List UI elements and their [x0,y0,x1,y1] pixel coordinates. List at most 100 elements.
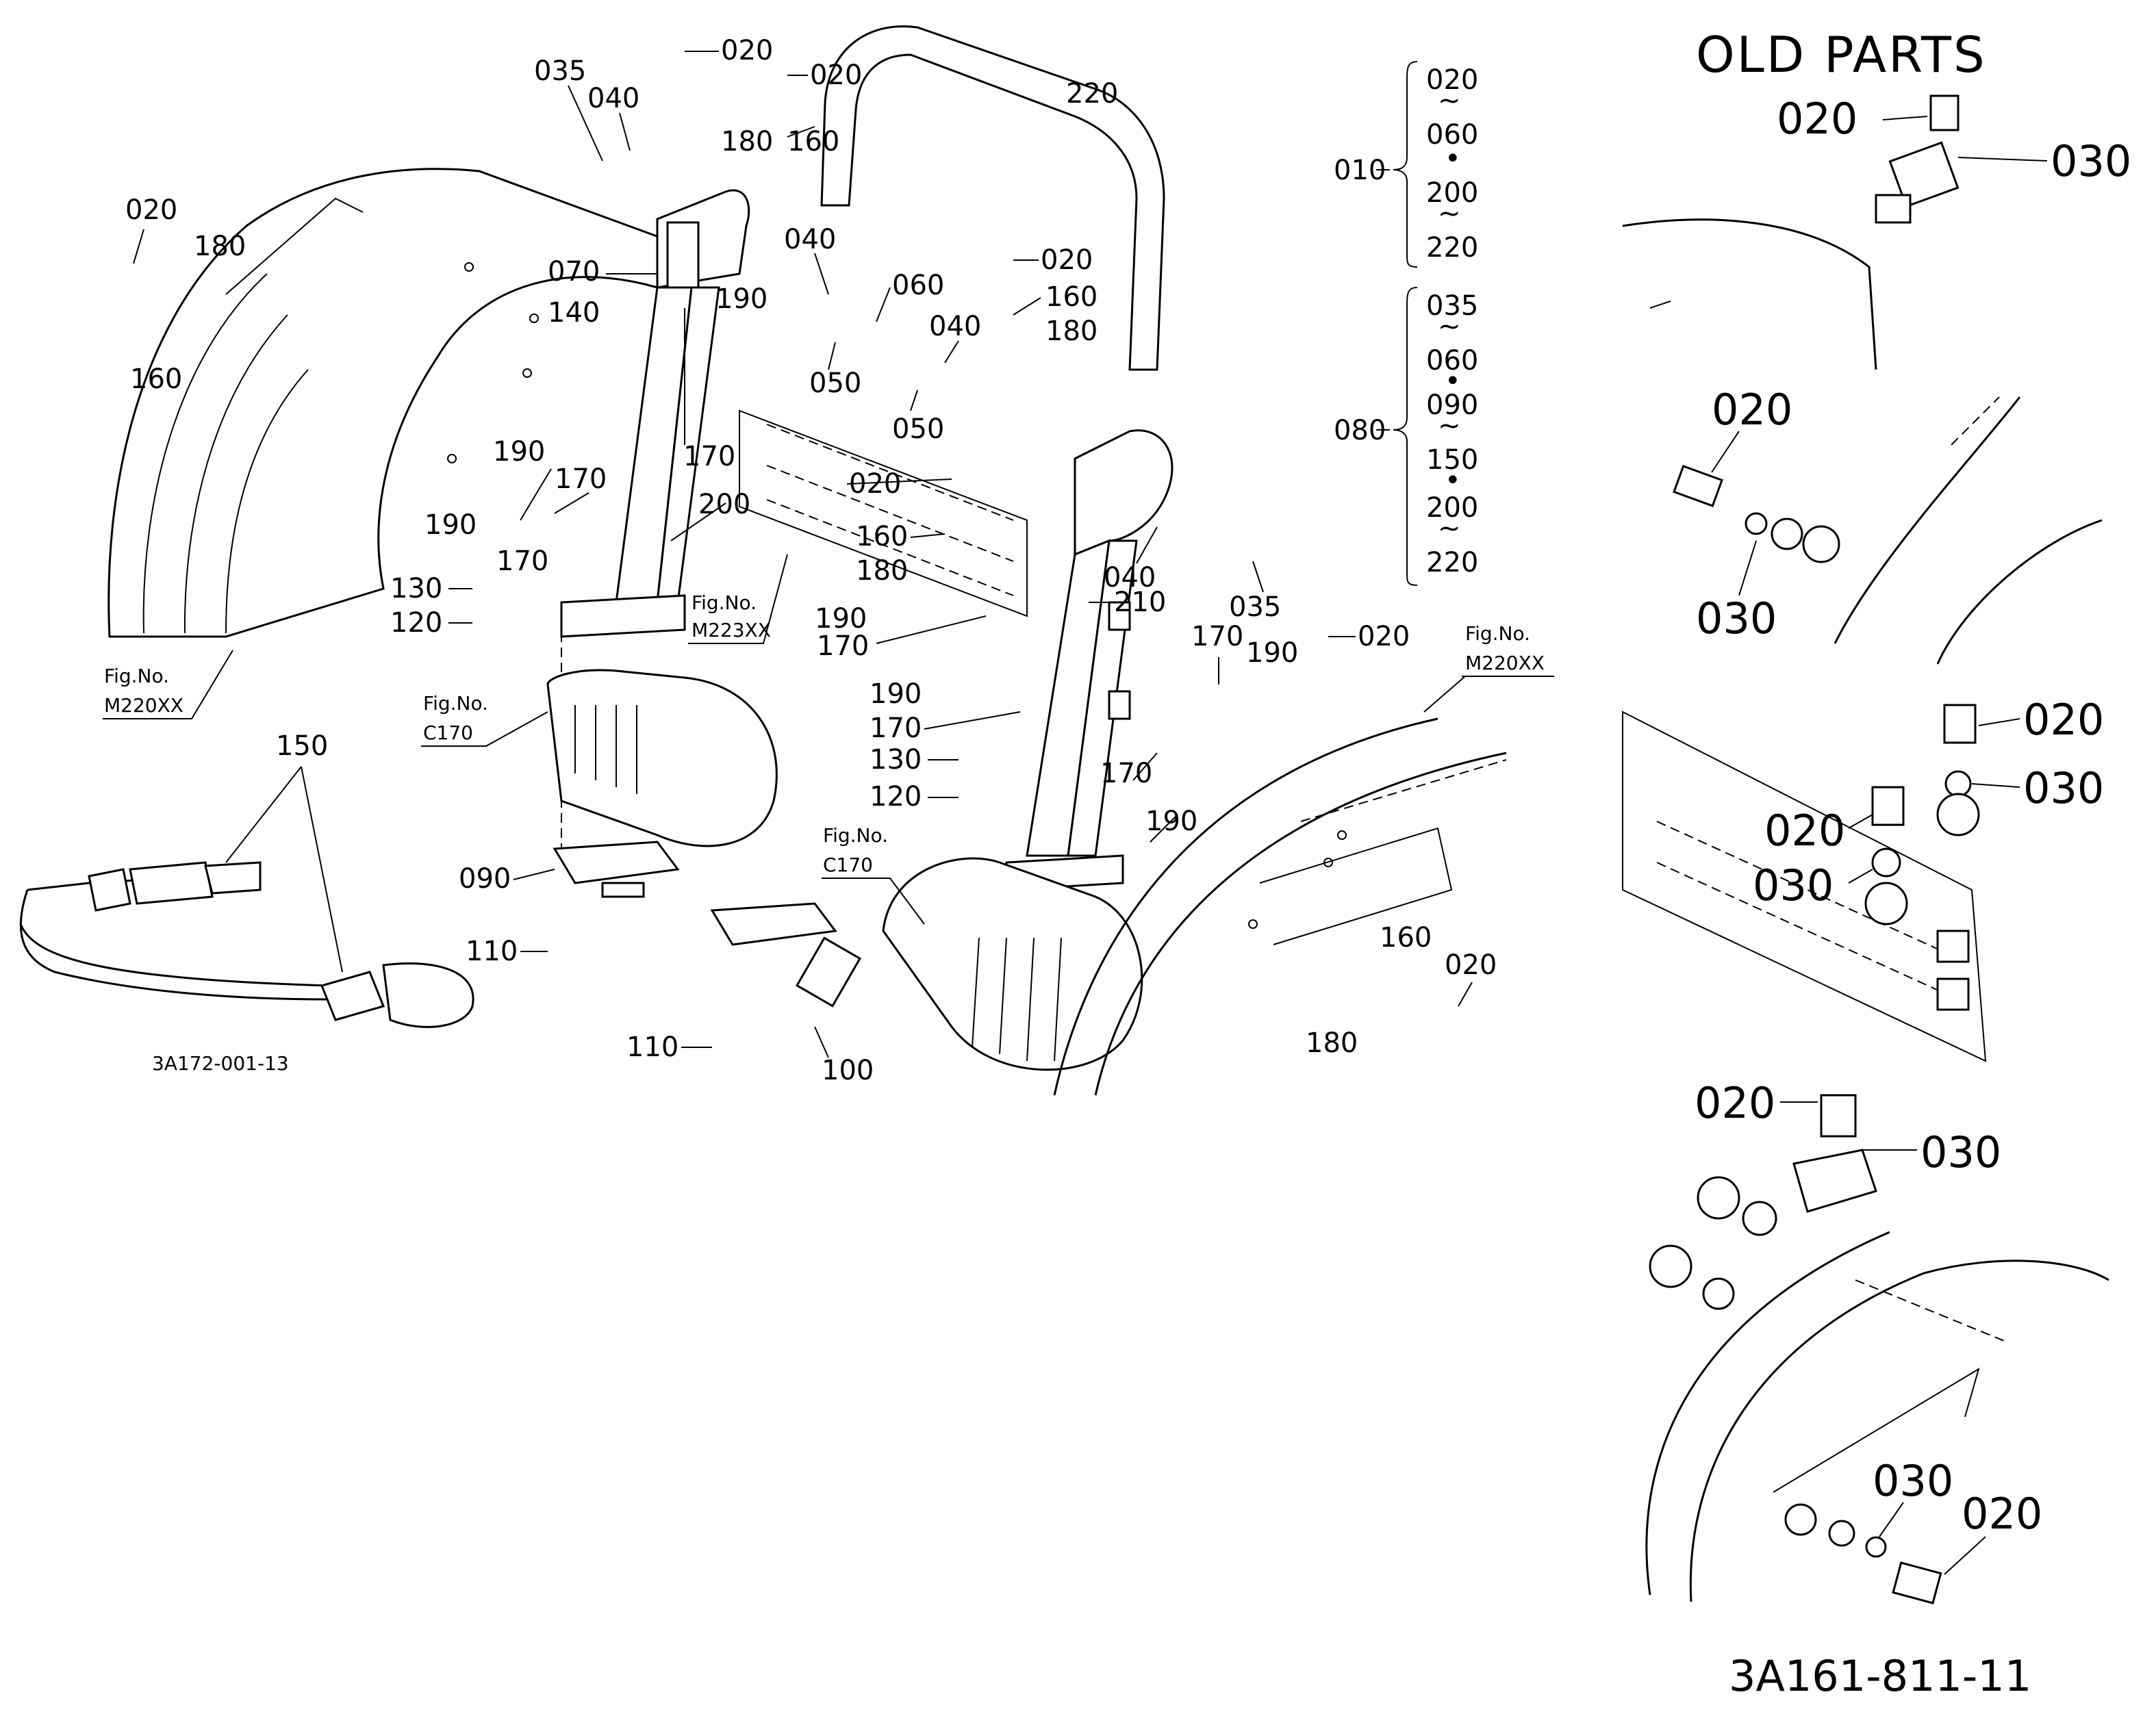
group-080-item: 035 [1426,290,1478,322]
svg-text:020: 020 [1764,806,1845,856]
group-010-item: ~ [1438,198,1461,229]
callout-160-a: 160 [787,126,839,157]
drawing-number-old: 3A161-811-11 [1729,1651,2031,1701]
old-parts-title: OLD PARTS [1696,26,1987,84]
group-010-item: 220 [1426,232,1478,264]
figure-reference-c170-left: Fig.No. C170 [421,692,548,747]
svg-text:020: 020 [1712,385,1792,435]
callout-020-f: 020 [1358,621,1410,652]
group-080-item: ~ [1438,410,1461,442]
callout-020-a: 020 [721,35,773,66]
callout-180-c: 180 [1045,316,1098,347]
group-010-item: 200 [1426,177,1478,209]
callout-090: 090 [459,863,511,895]
callout-050-a: 050 [809,368,861,399]
group-010-item: 020 [1426,64,1478,96]
svg-text:C170: C170 [823,854,873,876]
old-parts-panel: OLD PARTS 020 030 020 030 0 [1622,26,2131,1701]
svg-text:Fig.No.: Fig.No. [423,692,488,715]
figure-reference-m220-right: Fig.No. M220XX [1423,622,1554,713]
svg-text:Fig.No.: Fig.No. [104,665,169,687]
callout-170-b: 170 [555,463,607,495]
callout-130-b: 130 [870,744,922,776]
callout-040-c: 040 [929,311,981,342]
group-080-item: 200 [1426,492,1478,524]
group-010-item: ~ [1438,85,1461,116]
step-assembly-left [546,669,778,847]
left-fender [107,168,687,638]
svg-text:030: 030 [2023,763,2104,813]
callout-170-g: 170 [1100,758,1152,789]
callout-110-b: 110 [626,1032,678,1063]
callout-040-a: 040 [587,83,639,114]
svg-text:Fig.No.: Fig.No. [823,824,888,847]
right-fender [1053,717,1507,1096]
left-rops-post [553,189,750,898]
figure-reference-c170-right: Fig.No. C170 [822,824,925,925]
callout-050-b: 050 [892,413,944,445]
group-080-item: 060 [1426,345,1478,376]
svg-text:C170: C170 [423,721,473,744]
leader-lines-main [133,51,1473,1058]
callout-190-a: 190 [715,283,768,315]
callout-190-c: 190 [424,509,477,541]
drawing-number-main: 3A172-001-13 [152,1052,289,1075]
callout-020-d: 020 [1041,244,1093,276]
callout-120-b: 120 [870,781,922,813]
callout-060: 060 [892,270,944,301]
svg-text:M220XX: M220XX [104,694,183,717]
callout-190-b: 190 [493,436,545,468]
svg-text:020: 020 [2023,695,2104,745]
callout-190-f: 190 [1246,637,1298,669]
callout-040-d: 040 [1104,562,1156,593]
callout-020-g: 020 [1445,949,1497,981]
callout-180-e: 180 [1306,1027,1358,1059]
group-080-item: • [1445,465,1461,496]
svg-text:020: 020 [1962,1489,2042,1539]
callout-070: 070 [548,256,600,287]
callout-140: 140 [548,297,600,329]
callout-190-e: 190 [870,678,922,710]
figure-reference-m220-left: Fig.No. M220XX [103,650,233,719]
callout-170-a: 170 [683,441,735,472]
svg-text:Fig.No.: Fig.No. [1465,622,1530,645]
svg-text:020: 020 [1777,94,1857,144]
callout-170-d: 170 [817,630,869,662]
seat-belt [19,861,474,1028]
callout-180-a: 180 [721,126,773,157]
callout-170-c: 170 [496,546,548,577]
callout-170-e: 170 [870,713,922,744]
figure-reference-m223: Fig.No. M223XX [688,554,788,644]
group-bracket-080: 080 035 ~ 060 • 090 ~ 150 • 200 ~ 220 [1334,287,1478,586]
svg-text:030: 030 [1920,1127,2001,1177]
callout-150: 150 [276,730,328,762]
callout-160-c: 160 [1045,281,1098,313]
callout-020-c: 020 [125,194,177,226]
group-080-item: 150 [1426,444,1478,476]
callout-035-a: 035 [534,55,586,87]
deck-plate [739,409,1028,617]
callout-035-b: 035 [1229,591,1281,623]
callout-180-d: 180 [856,555,908,587]
callout-110-a: 110 [466,936,518,967]
callout-160-b: 160 [130,363,182,395]
step-assembly-right [710,857,1143,1071]
callout-160-e: 160 [1380,922,1432,954]
group-010-item: • [1445,143,1461,175]
svg-text:M223XX: M223XX [692,619,771,641]
svg-text:030: 030 [1873,1456,1953,1506]
group-080-item: ~ [1438,513,1461,544]
callout-120-a: 120 [390,607,442,639]
callouts-main: 020 020 020 020 020 020 020 035 035 040 … [125,35,1497,1086]
callout-130-a: 130 [390,573,442,604]
callout-020-b: 020 [810,60,862,91]
callout-040-b: 040 [784,224,836,255]
svg-text:030: 030 [1753,860,1834,910]
callout-160-d: 160 [856,521,908,552]
callout-180-b: 180 [194,231,246,262]
group-bracket-010: 010 020 ~ 060 • 200 ~ 220 [1334,61,1478,268]
group-080-item: ~ [1438,311,1461,342]
rops-upper-frame [820,25,1165,371]
callout-220: 220 [1066,78,1118,110]
